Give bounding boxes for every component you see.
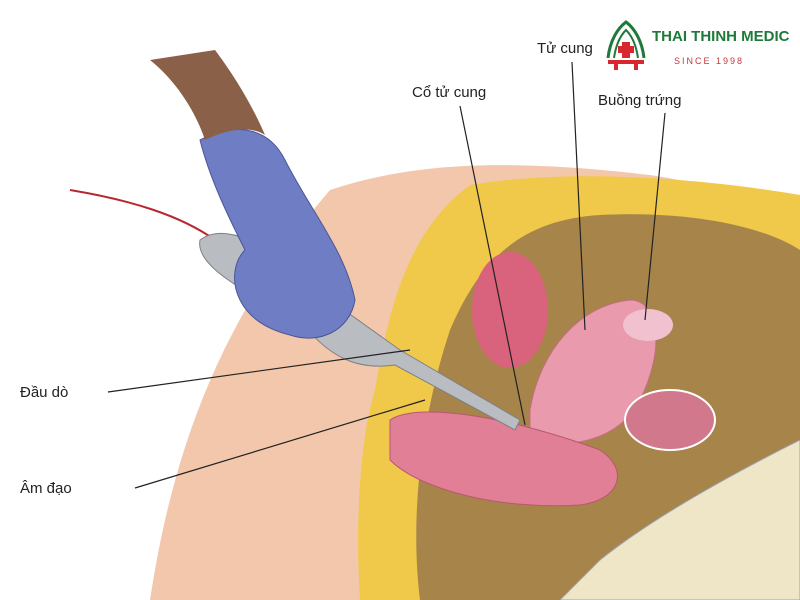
label-ovary: Buồng trứng [598, 92, 682, 109]
logo-mark-icon [606, 20, 646, 70]
probe-cable [69, 189, 216, 241]
brand-name: THAI THINH MEDIC [652, 28, 790, 45]
label-uterus: Tử cung [537, 40, 593, 57]
label-vagina: Âm đạo [20, 480, 72, 497]
bowel-loop [624, 389, 716, 451]
bladder [472, 252, 548, 368]
ovary [623, 309, 673, 341]
rectum [389, 411, 618, 507]
arm [150, 50, 265, 140]
label-probe: Đầu dò [20, 384, 69, 401]
brand-logo: THAI THINH MEDIC SINCE 1998 [604, 20, 798, 76]
label-cervix: Cổ tử cung [412, 84, 487, 101]
gloved-hand [199, 129, 356, 339]
leader-lines [107, 61, 666, 489]
brand-since: SINCE 1998 [674, 56, 745, 66]
